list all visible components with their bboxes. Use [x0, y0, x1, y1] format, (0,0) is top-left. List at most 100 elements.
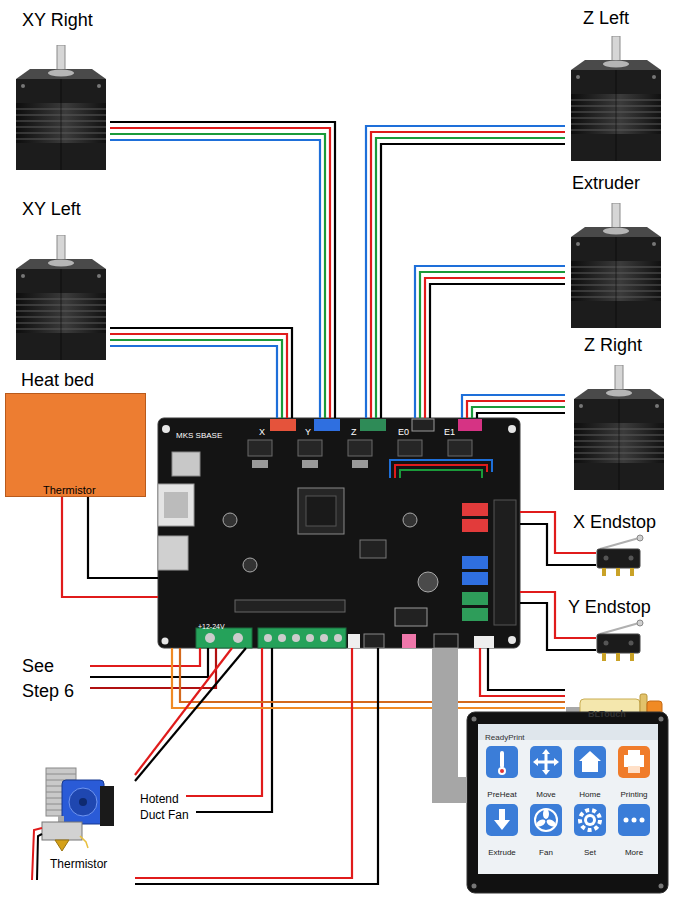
- lcd-screen-art-part: [530, 804, 562, 836]
- wire-bundle: [445, 648, 467, 790]
- lcd-screen-art-part: [542, 749, 550, 754]
- controller-board-art-part: [162, 425, 170, 433]
- wire: [376, 138, 565, 418]
- lcd-screen-art-part: [486, 746, 518, 778]
- controller-board-art-part: [418, 572, 438, 592]
- wire: [135, 648, 246, 781]
- controller-board-art-part: [458, 419, 482, 431]
- wire-bundle: [366, 126, 565, 418]
- controller-board-art-part: [395, 465, 487, 478]
- stepper-motor: Z Right: [565, 333, 668, 492]
- controller-board-art-part: [334, 634, 342, 642]
- motor-label: Z Left: [583, 8, 629, 30]
- heat-bed: Heat bedThermistor: [5, 393, 146, 497]
- controller-board-art-part: [412, 419, 434, 431]
- controller-board-art-part: [158, 484, 194, 526]
- wire: [110, 122, 335, 418]
- screen-button-label: Extrude: [488, 848, 516, 858]
- screen-button-label: Set: [584, 848, 596, 858]
- duct-fan-wires-part: [186, 648, 262, 796]
- wire: [420, 272, 565, 418]
- lcd-screen-art-part: [545, 818, 557, 828]
- controller-board-art-part: [348, 634, 360, 648]
- power-wires: [90, 648, 216, 688]
- stepper-motor: Extruder: [565, 171, 665, 330]
- wire: [425, 278, 565, 418]
- controller-board-art-part: [298, 440, 322, 456]
- controller-board-art-part: [314, 419, 340, 431]
- wire-bundle: [480, 648, 565, 696]
- endstop-label: X Endstop: [573, 512, 656, 534]
- hotend: Thermistor: [28, 762, 135, 888]
- controller-board-art-part: [508, 425, 516, 433]
- wire-bundle: [62, 497, 158, 597]
- controller-board-art-part: [158, 536, 188, 570]
- wire-bundle: [415, 266, 565, 418]
- controller-board-art-part: [292, 634, 300, 642]
- controller-board-art-part: [158, 418, 520, 648]
- screen-button-label: Printing: [620, 790, 647, 800]
- hotend-art-part-part: [46, 774, 76, 775]
- controller-board-art-part: [196, 628, 252, 648]
- motor-label: Extruder: [572, 173, 640, 195]
- lcd-screen-art-part: [659, 884, 664, 889]
- lcd-screen-art-part: [628, 766, 640, 773]
- lcd-screen-art-part: [478, 724, 658, 874]
- lcd-screen-art-part: [618, 746, 650, 778]
- wire: [462, 395, 565, 418]
- lcd-screen-art-part: [500, 751, 504, 768]
- lcd-screen-art-part: [472, 884, 477, 889]
- lcd-screen-art-part: [618, 804, 650, 836]
- port-label: Z: [351, 427, 357, 438]
- stepper-motor-art-part: [571, 203, 661, 328]
- controller-board-art-part: [448, 440, 472, 456]
- controller-board-art-part: [462, 503, 488, 516]
- lcd-screen-art-part: [499, 809, 505, 821]
- wire: [371, 132, 565, 418]
- lcd-screen-art-part: [535, 809, 557, 831]
- controller-board-art-part: [364, 634, 384, 648]
- screen-button-label: PreHeat: [487, 790, 516, 800]
- lcd-screen-art-part: [467, 712, 668, 893]
- port-label: E0: [398, 427, 409, 438]
- stepper-motor: XY Right: [12, 8, 110, 178]
- wire-bundle: [135, 648, 378, 884]
- hotend-art-part: [100, 786, 114, 826]
- controller-board: MKS SBASE: [158, 418, 520, 648]
- screen-button-label: Home: [579, 790, 600, 800]
- lcd-screen-art-part: [624, 818, 629, 823]
- hotend-art-part: [79, 798, 87, 806]
- wire-bundle: [135, 648, 246, 781]
- duct-fan-wires-part: [196, 648, 272, 812]
- hotend-art-part: [80, 836, 88, 848]
- controller-board-art-part: [434, 634, 458, 648]
- controller-board-art-part: [395, 608, 427, 626]
- duct-fan-wires: [186, 648, 272, 812]
- wire: [172, 648, 565, 708]
- controller-board-art-part: [248, 440, 272, 456]
- controller-board-art-part: [264, 634, 272, 642]
- controller-board-art-part: [205, 633, 215, 643]
- controller-board-art-part: [298, 488, 344, 534]
- wire: [110, 140, 320, 418]
- stepper-motor-art-part: [571, 36, 661, 161]
- controller-board-art-part: [235, 600, 345, 612]
- lcd-screen-art-part: [500, 769, 504, 773]
- port-label: E1: [444, 427, 455, 438]
- hotend-art-part: [69, 788, 97, 816]
- wire: [135, 648, 352, 878]
- controller-board-art-part: [390, 460, 492, 478]
- endstop-label: Y Endstop: [568, 597, 651, 619]
- probe-label: BLTouch: [588, 709, 626, 720]
- lcd-screen-art-part: [530, 746, 562, 778]
- stepper-motor-art-part: [16, 235, 106, 360]
- wire: [415, 266, 565, 418]
- controller-board-art-part: [462, 608, 488, 621]
- wire-label: Hotend: [140, 792, 179, 806]
- controller-board-art-part: [494, 500, 516, 625]
- controller-board-art-part: [398, 440, 422, 456]
- lcd-screen-art-part: [584, 814, 596, 826]
- stepper-motor: Z Left: [565, 6, 665, 165]
- thermistor-label: Thermistor: [43, 484, 96, 497]
